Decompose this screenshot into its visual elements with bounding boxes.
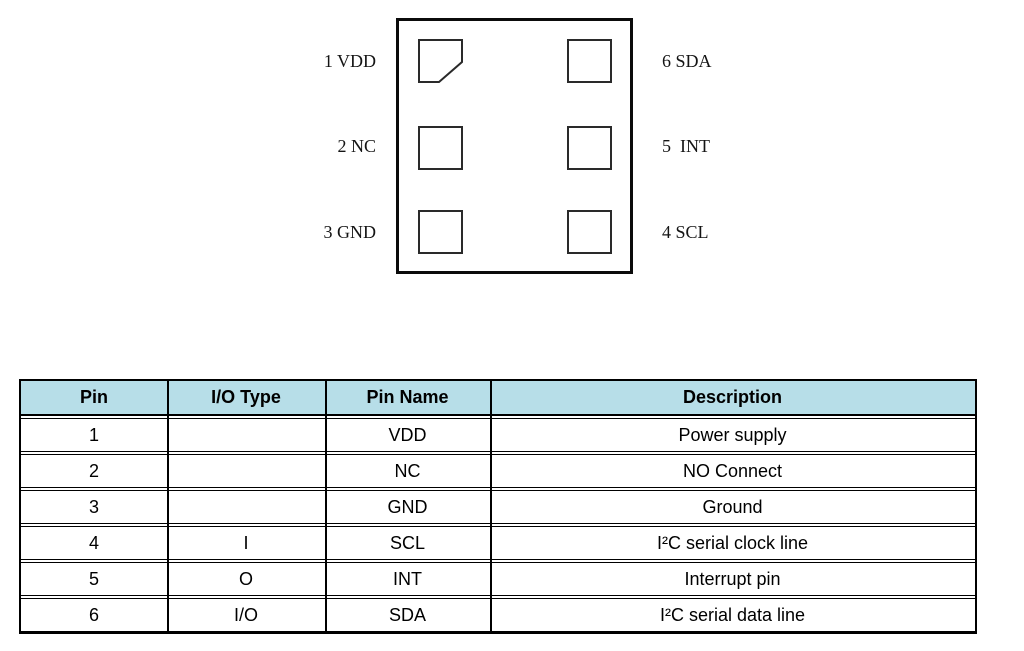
cell-pin-name: INT bbox=[393, 568, 422, 589]
table-row: 3 GND Ground bbox=[21, 490, 975, 524]
table-column-divider bbox=[325, 381, 327, 632]
header-pin-name: Pin Name bbox=[366, 387, 449, 407]
cell-pin: 5 bbox=[88, 568, 99, 589]
table-row: 6 I/O SDA I²C serial data line bbox=[21, 598, 975, 632]
cell-io-type: I/O bbox=[233, 604, 258, 625]
cell-description: I²C serial clock line bbox=[656, 532, 809, 553]
cell-pin-name: SCL bbox=[389, 532, 425, 553]
cell-description: NO Connect bbox=[682, 460, 783, 481]
cell-pin: 1 bbox=[88, 424, 99, 445]
pin-label-6-sda: 6 SDA bbox=[662, 51, 712, 71]
cell-pin-name: GND bbox=[387, 496, 428, 517]
pin-label-4-scl: 4 SCL bbox=[662, 222, 709, 242]
pin-label-3-gnd: 3 GND bbox=[323, 222, 377, 242]
cell-description: Ground bbox=[702, 496, 763, 517]
cell-pin: 4 bbox=[88, 532, 99, 553]
cell-description: I²C serial data line bbox=[659, 604, 806, 625]
table-row: 5 O INT Interrupt pin bbox=[21, 562, 975, 596]
cell-description: Interrupt pin bbox=[684, 568, 781, 589]
pin2-pad bbox=[418, 126, 463, 170]
table-row: 2 NC NO Connect bbox=[21, 454, 975, 488]
cell-description: Power supply bbox=[678, 424, 787, 445]
pin1-pad-chamfered-icon bbox=[418, 39, 463, 83]
cell-pin-name: VDD bbox=[388, 424, 427, 445]
cell-pin: 3 bbox=[88, 496, 99, 517]
cell-pin-name: SDA bbox=[388, 604, 426, 625]
header-pin: Pin bbox=[79, 387, 108, 407]
cell-pin: 6 bbox=[88, 604, 99, 625]
cell-io-type bbox=[167, 419, 325, 451]
cell-pin-name: NC bbox=[394, 460, 421, 481]
pin-label-1-vdd: 1 VDD bbox=[323, 51, 376, 71]
table-row: 1 VDD Power supply bbox=[21, 418, 975, 452]
cell-pin: 2 bbox=[88, 460, 99, 481]
pin4-pad bbox=[567, 210, 612, 254]
pin-label-2-nc: 2 NC bbox=[337, 136, 376, 156]
header-io-type: I/O Type bbox=[211, 387, 281, 407]
cell-io-type bbox=[167, 491, 325, 523]
cell-io-type bbox=[167, 455, 325, 487]
table-column-divider bbox=[490, 381, 492, 632]
table-header-row: Pin I/O Type Pin Name Description bbox=[21, 381, 975, 416]
pin-label-5-int: 5 INT bbox=[662, 136, 710, 156]
header-description: Description bbox=[682, 387, 783, 407]
cell-io-type: I bbox=[243, 532, 249, 553]
table-row: 4 I SCL I²C serial clock line bbox=[21, 526, 975, 560]
pin6-pad bbox=[567, 39, 612, 83]
cell-io-type: O bbox=[238, 568, 253, 589]
table-column-divider bbox=[167, 381, 169, 632]
pin-description-table: Pin I/O Type Pin Name Description 1 VDD … bbox=[19, 379, 977, 634]
pin5-pad bbox=[567, 126, 612, 170]
pin3-pad bbox=[418, 210, 463, 254]
chip-package-outline bbox=[396, 18, 633, 274]
